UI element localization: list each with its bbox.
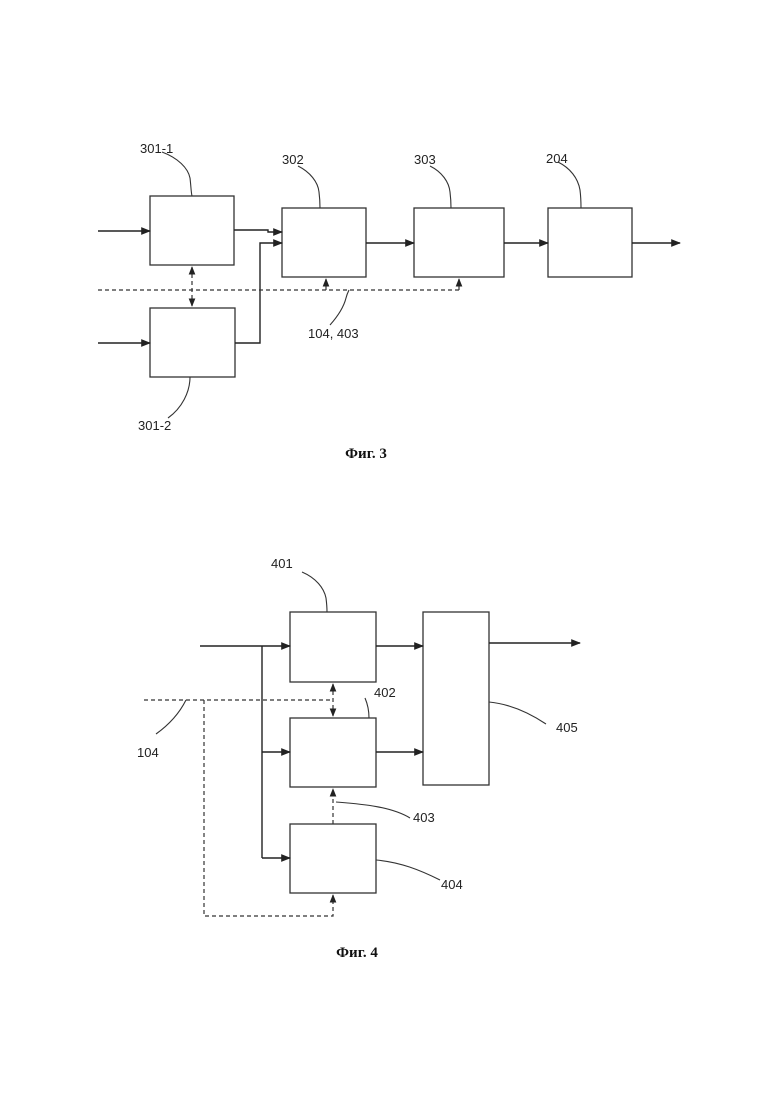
- label-302: 302: [282, 152, 304, 167]
- block-401: [290, 612, 376, 682]
- label-303: 303: [414, 152, 436, 167]
- block-301-1: [150, 196, 234, 265]
- leader-403: [336, 802, 410, 818]
- figure-4: 401 402 403 404 405 104 Фиг. 4: [137, 556, 580, 961]
- figure-3: 301-1 301-2 302 303 204 104, 403 Фиг. 3: [98, 141, 680, 462]
- arrow-301-2-to-302: [235, 243, 282, 343]
- leader-303: [430, 166, 451, 208]
- leader-404: [376, 860, 440, 880]
- block-303: [414, 208, 504, 277]
- leader-302: [298, 166, 320, 208]
- leader-401: [302, 572, 327, 612]
- leader-405: [489, 702, 546, 724]
- arrow-301-1-to-302: [234, 230, 282, 232]
- leader-104-403: [330, 290, 349, 325]
- label-402: 402: [374, 685, 396, 700]
- block-302: [282, 208, 366, 277]
- label-404: 404: [441, 877, 463, 892]
- caption-fig-4: Фиг. 4: [336, 945, 378, 961]
- block-301-2: [150, 308, 235, 377]
- label-403: 403: [413, 810, 435, 825]
- label-204: 204: [546, 151, 568, 166]
- label-405: 405: [556, 720, 578, 735]
- label-401: 401: [271, 556, 293, 571]
- leader-301-2: [168, 377, 190, 418]
- block-402: [290, 718, 376, 787]
- block-405: [423, 612, 489, 785]
- caption-fig-3: Фиг. 3: [345, 446, 387, 462]
- leader-301-1: [162, 152, 192, 196]
- block-204: [548, 208, 632, 277]
- label-301-2: 301-2: [138, 418, 171, 433]
- block-404: [290, 824, 376, 893]
- label-104-403: 104, 403: [308, 326, 359, 341]
- leader-204: [558, 162, 581, 208]
- label-301-1: 301-1: [140, 141, 173, 156]
- label-104: 104: [137, 745, 159, 760]
- leader-104: [156, 700, 186, 734]
- leader-402: [365, 698, 369, 718]
